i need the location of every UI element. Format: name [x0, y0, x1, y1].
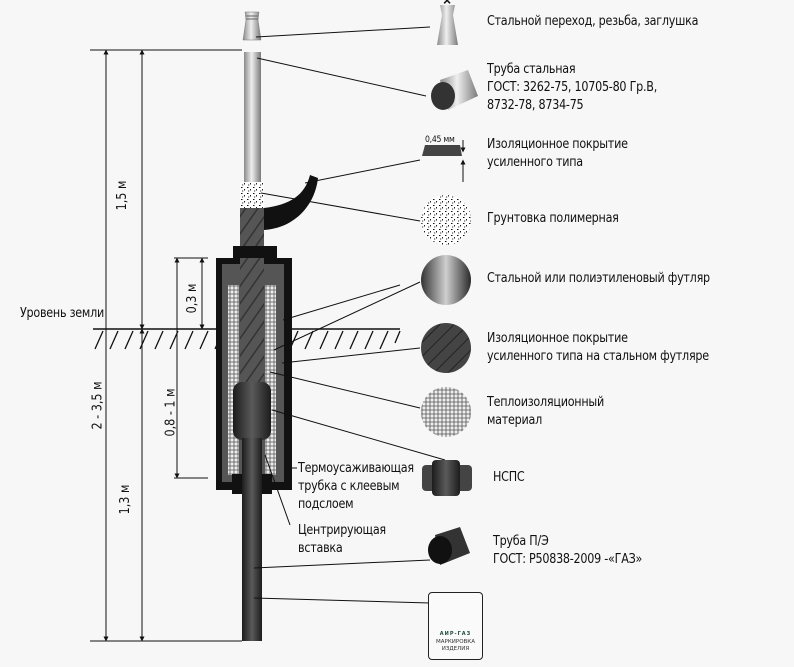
steel-pipe-icon: [431, 70, 478, 110]
legend-case-coating: Изоляционное покрытие усиленного типа на…: [487, 331, 709, 364]
legend-steel-pipe: Труба стальная ГОСТ: 3262-75, 10705-80 Г…: [487, 62, 657, 113]
ground-line: [93, 328, 401, 350]
insulation-coating-icon: [422, 140, 466, 182]
dim-above-ground: 1,5 м: [114, 180, 130, 211]
steel-cap: [242, 11, 262, 41]
insulation-tape: [264, 175, 318, 230]
pe-pipe: [242, 438, 262, 641]
dimension-lines: [90, 49, 242, 642]
dim-case-above: 0,3 м: [184, 283, 200, 314]
legend-pe-pipe: Труба П/Э ГОСТ: Р50838-2009 -«ГАЗ»: [493, 534, 643, 567]
dim-below-ground: 1,3 м: [117, 484, 133, 515]
heat-shrink-label: Термоусаживающая трубка с клеевым подсло…: [298, 461, 414, 512]
pe-pipe-icon: [428, 527, 470, 565]
legend-nsps: НСПС: [493, 470, 525, 485]
ground-level-label: Уровень земли: [20, 306, 104, 321]
legend-thermal-insulation: Теплоизоляционный материал: [487, 395, 604, 428]
thermal-insulation-icon: [421, 387, 471, 437]
legend-insulation-coating: Изоляционное покрытие усиленного типа: [487, 137, 628, 170]
legend-case: Стальной или полиэтиленовый футляр: [487, 271, 710, 286]
insulation-thickness-label: 0,45 мм: [425, 135, 455, 145]
nsps-fitting: [233, 382, 271, 440]
dim-case-below: 0,8 - 1 м: [163, 388, 179, 437]
logo-brand: АИР-ГАЗ: [439, 631, 472, 637]
legend-steel-transition: Стальной переход, резьба, заглушка: [487, 14, 699, 29]
case-coating-icon: [421, 323, 471, 373]
steel-transition-icon: [437, 5, 458, 45]
case-icon: [421, 255, 471, 305]
polymer-primer-icon: [421, 195, 471, 245]
nsps-icon: [422, 460, 472, 496]
legend-polymer-primer: Грунтовка полимерная: [487, 211, 619, 226]
steel-pipe: [244, 52, 261, 182]
logo-caption: МАРКИРОВКА ИЗДЕЛИЯ: [436, 639, 475, 652]
centering-insert-label: Центрирующая вставка: [298, 523, 386, 556]
close-mark-icon: ×: [443, 0, 451, 8]
dim-total-depth: 2 - 3,5 м: [90, 381, 106, 430]
leader-lines: [253, 26, 446, 604]
primer-band: [240, 182, 264, 208]
product-marking-logo: АИР-ГАЗ МАРКИРОВКА ИЗДЕЛИЯ: [428, 592, 483, 660]
